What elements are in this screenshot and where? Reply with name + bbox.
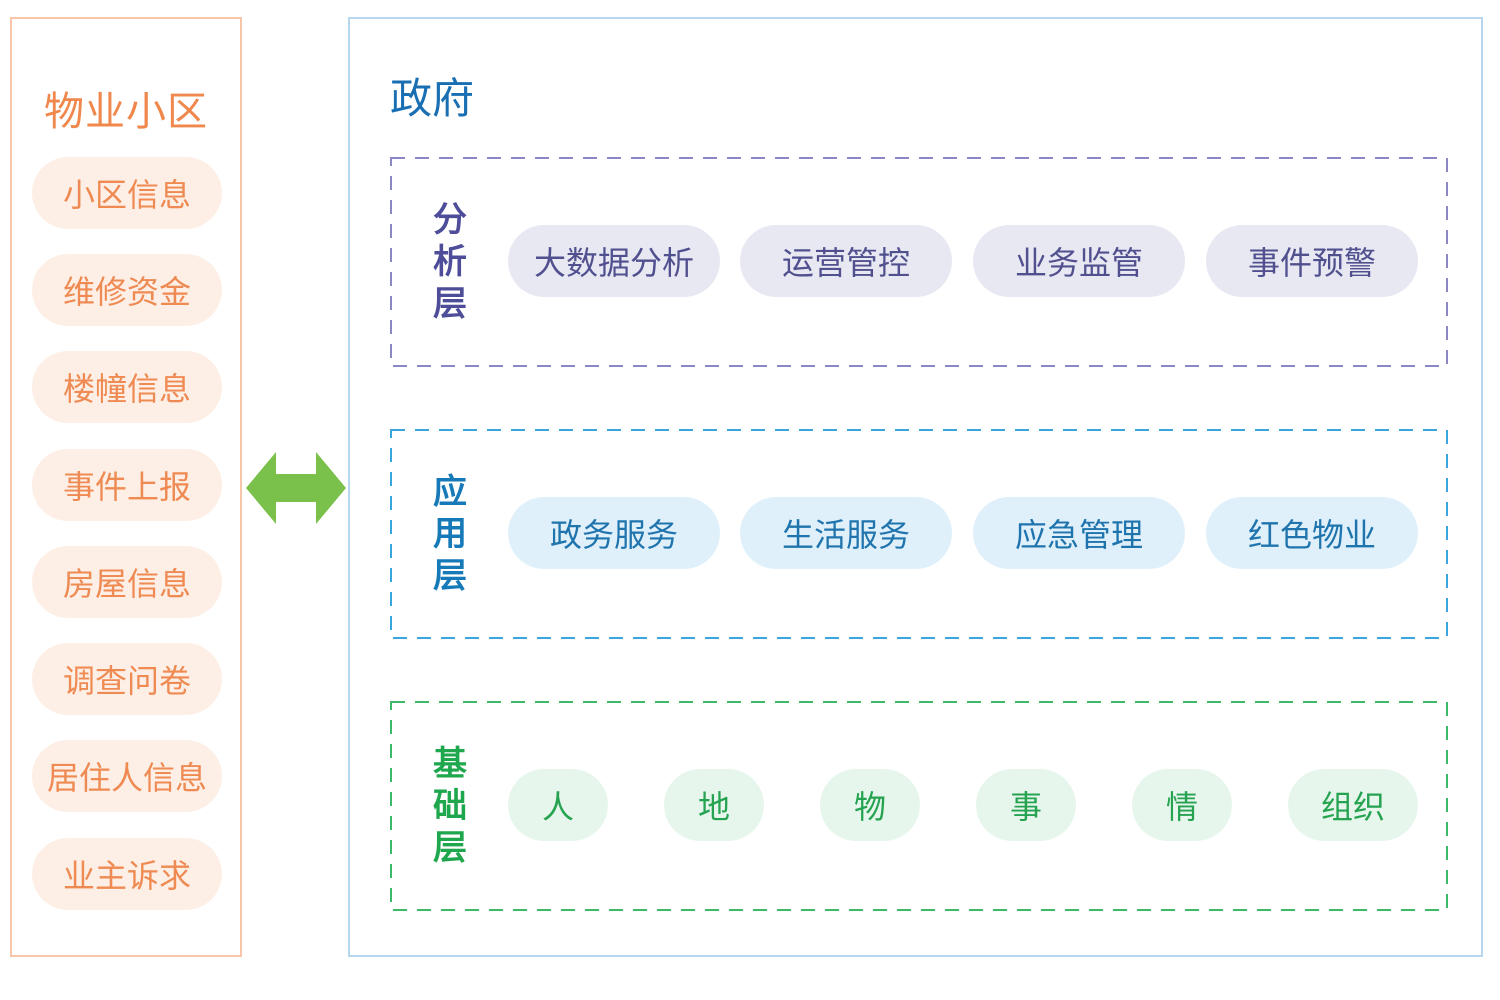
foundation-label-char: 层: [433, 828, 467, 868]
foundation-layer-label: 基 础 层: [430, 743, 470, 869]
application-layer-border: [390, 429, 1448, 639]
government-title: 政府: [390, 74, 475, 123]
analysis-layer: 分 析 层 大数据分析 运营管控 业务监管 事件预警: [390, 157, 1448, 367]
life-service-pill: 生活服务: [740, 497, 952, 569]
big-data-analysis-pill: 大数据分析: [508, 225, 720, 297]
application-layer: 应 用 层 政务服务 生活服务 应急管理 红色物业: [390, 429, 1448, 639]
house-info-item: 房屋信息: [32, 546, 222, 618]
government-service-pill: 政务服务: [508, 497, 720, 569]
application-layer-label: 应 用 层: [430, 471, 470, 597]
application-label-char: 层: [433, 556, 467, 596]
organization-pill: 组织: [1288, 769, 1418, 841]
property-community-title: 物业小区: [44, 89, 208, 135]
foundation-label-char: 基: [433, 744, 467, 784]
business-supervision-pill: 业务监管: [973, 225, 1185, 297]
emergency-management-pill: 应急管理: [973, 497, 1185, 569]
analysis-label-char: 分: [433, 200, 467, 240]
red-property-pill: 红色物业: [1206, 497, 1418, 569]
property-community-panel: 物业小区 小区信息 维修资金 楼幢信息 事件上报 房屋信息 调查问卷 居住人信息…: [10, 17, 242, 957]
event-warning-pill: 事件预警: [1206, 225, 1418, 297]
analysis-label-char: 层: [433, 284, 467, 324]
double-arrow-icon: [246, 452, 346, 524]
government-panel: 政府 分 析 层 大数据分析 运营管控 业务监管 事件预警 应 用 层 政务服务…: [348, 17, 1483, 957]
situation-pill: 情: [1132, 769, 1232, 841]
survey-item: 调查问卷: [32, 643, 222, 715]
foundation-layer-border: [390, 701, 1448, 911]
people-pill: 人: [508, 769, 608, 841]
place-pill: 地: [664, 769, 764, 841]
analysis-layer-label: 分 析 层: [430, 199, 470, 325]
event-report-item: 事件上报: [32, 449, 222, 521]
operation-control-pill: 运营管控: [740, 225, 952, 297]
foundation-layer: 基 础 层 人 地 物 事 情 组织: [390, 701, 1448, 911]
owner-appeal-item: 业主诉求: [32, 838, 222, 910]
building-info-item: 楼幢信息: [32, 351, 222, 423]
affair-pill: 事: [976, 769, 1076, 841]
foundation-label-char: 础: [433, 786, 467, 826]
community-info-item: 小区信息: [32, 157, 222, 229]
application-label-char: 用: [433, 514, 467, 554]
analysis-layer-border: [390, 157, 1448, 367]
analysis-label-char: 析: [433, 242, 467, 282]
maintenance-fund-item: 维修资金: [32, 254, 222, 326]
object-pill: 物: [820, 769, 920, 841]
application-label-char: 应: [433, 472, 467, 512]
resident-info-item: 居住人信息: [32, 740, 222, 812]
